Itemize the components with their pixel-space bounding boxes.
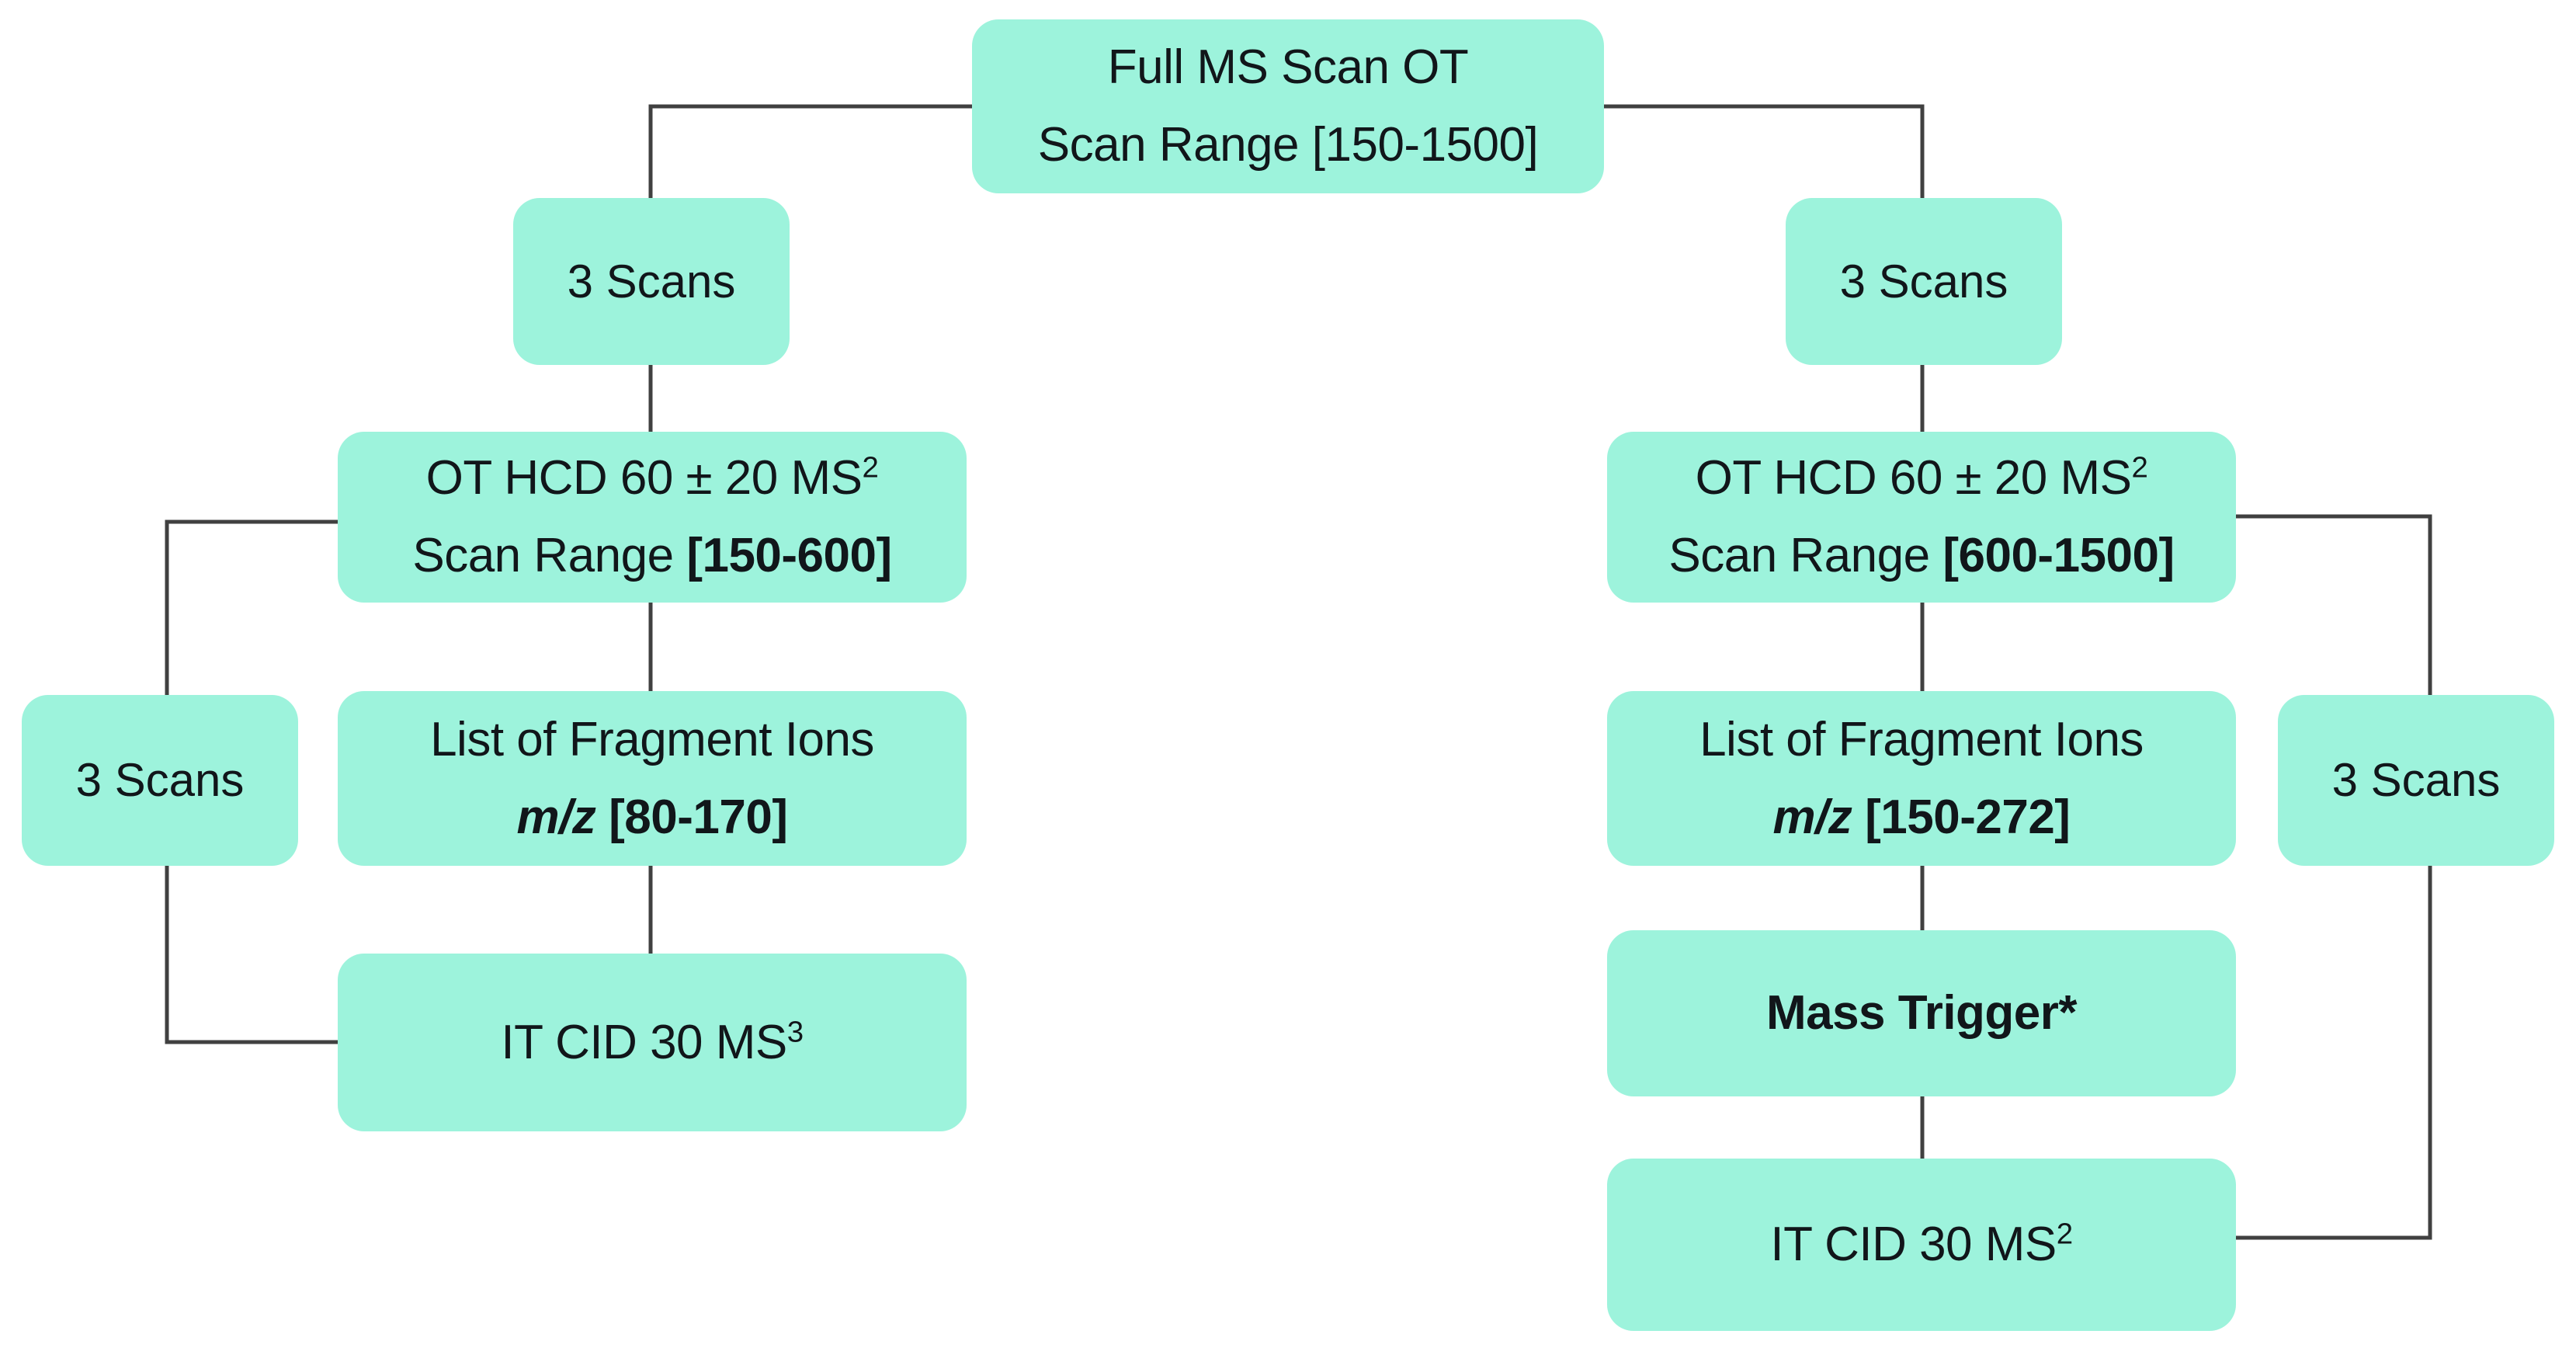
node-fragment-ions-left[interactable]: List of Fragment Ions m/z [80-170] [338,691,967,866]
full-ms-line2: Scan Range [150-1500] [1037,113,1539,177]
fragment-ions-right-line1: List of Fragment Ions [1699,712,2144,766]
edge-right-loop [2234,514,2432,1240]
node-ot-hcd-left[interactable]: OT HCD 60 ± 20 MS2 Scan Range [150-600] [338,432,967,603]
node-ot-hcd-right[interactable]: OT HCD 60 ± 20 MS2 Scan Range [600-1500] [1607,432,2236,603]
ot-hcd-right-line1: OT HCD 60 ± 20 MS2 [1696,446,2148,510]
node-it-cid-right[interactable]: IT CID 30 MS2 [1607,1159,2236,1331]
edge-fullms-to-right-scans [1602,104,1925,200]
fragment-ions-left-line1: List of Fragment Ions [430,712,874,766]
scans-right-top-label: 3 Scans [1839,255,2008,307]
scans-left-side-label: 3 Scans [75,754,245,807]
node-scans-left-side[interactable]: 3 Scans [22,695,298,866]
ot-hcd-right-line2: Scan Range [600-1500] [1668,524,2175,588]
node-full-ms-scan[interactable]: Full MS Scan OT Scan Range [150-1500] [972,19,1604,193]
node-scans-right-side[interactable]: 3 Scans [2278,695,2554,866]
it-cid-right-superscript: 2 [2056,1217,2073,1251]
edge-fullms-to-left-scans [648,104,974,200]
it-cid-left-title: IT CID 30 MS [501,1015,787,1069]
ot-hcd-left-title: OT HCD 60 ± 20 MS [425,451,863,506]
it-cid-left-label: IT CID 30 MS3 [501,1011,804,1075]
fragment-ions-left-line2: m/z [80-170] [517,786,788,849]
ot-hcd-left-line2: Scan Range [150-600] [412,524,892,588]
fragment-ions-right-line2: m/z [150-272] [1773,786,2071,849]
ot-hcd-right-range-value: [600-1500] [1942,529,2175,582]
scans-left-top-label: 3 Scans [567,255,736,307]
mass-trigger-label: Mass Trigger* [1765,986,2078,1041]
node-it-cid-left[interactable]: IT CID 30 MS3 [338,954,967,1131]
it-cid-left-superscript: 3 [786,1014,804,1048]
ot-hcd-left-line1: OT HCD 60 ± 20 MS2 [426,446,879,510]
node-scans-left-top[interactable]: 3 Scans [513,198,790,365]
fragment-ions-left-mz-value: [80-170] [595,790,788,844]
it-cid-right-title: IT CID 30 MS [1770,1218,2057,1272]
full-ms-scan-range-label: Scan Range [1037,118,1312,172]
ot-hcd-right-superscript: 2 [2131,450,2148,485]
full-ms-line1: Full MS Scan OT [1107,40,1469,95]
fragment-ions-left-mz-label: m/z [516,790,596,844]
node-mass-trigger[interactable]: Mass Trigger* [1607,930,2236,1096]
ot-hcd-right-title: OT HCD 60 ± 20 MS [1695,451,2132,506]
full-ms-scan-range-value: [150-1500] [1311,118,1539,172]
fragment-ions-right-mz-value: [150-272] [1852,790,2071,844]
it-cid-right-label: IT CID 30 MS2 [1770,1213,2073,1277]
ot-hcd-left-range-label: Scan Range [412,529,687,582]
ot-hcd-right-range-label: Scan Range [1668,529,1943,582]
fragment-ions-right-mz-label: m/z [1772,790,1852,844]
scans-right-side-label: 3 Scans [2331,754,2501,807]
node-fragment-ions-right[interactable]: List of Fragment Ions m/z [150-272] [1607,691,2236,866]
node-scans-right-top[interactable]: 3 Scans [1786,198,2062,365]
ot-hcd-left-range-value: [150-600] [686,529,892,582]
ot-hcd-left-superscript: 2 [862,450,879,485]
